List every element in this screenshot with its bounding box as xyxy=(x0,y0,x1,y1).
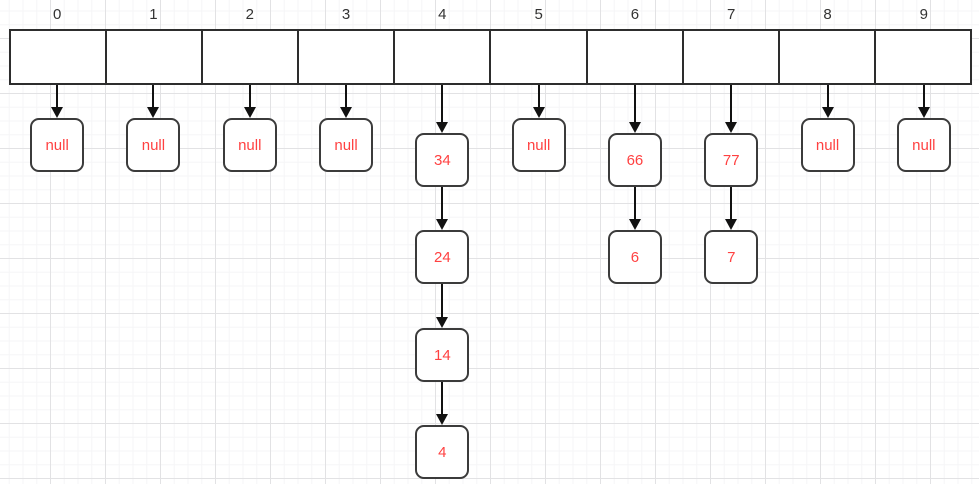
array-cell-7 xyxy=(681,31,778,83)
array-cell-9 xyxy=(873,31,970,83)
null-node: null xyxy=(222,118,277,172)
arrow-head xyxy=(821,107,834,118)
arrow-head xyxy=(51,107,64,118)
arrow-shaft xyxy=(537,85,540,108)
down-arrow-icon xyxy=(724,85,738,133)
index-label: 8 xyxy=(823,6,832,23)
index-label: 0 xyxy=(52,6,62,23)
null-node: null xyxy=(126,118,181,172)
chain-node: 14 xyxy=(415,328,470,382)
arrow-head xyxy=(628,122,641,133)
arrow-shaft xyxy=(152,85,155,108)
down-arrow-icon xyxy=(628,187,642,230)
null-node: null xyxy=(800,118,855,172)
arrow-shaft xyxy=(345,85,348,108)
arrow-shaft xyxy=(441,187,444,220)
down-arrow-icon xyxy=(435,85,449,133)
array-cell-0 xyxy=(11,31,105,83)
arrow-head xyxy=(725,122,738,133)
arrow-shaft xyxy=(441,284,444,318)
arrow-head xyxy=(147,107,160,118)
array-cell-1 xyxy=(105,31,201,83)
chain-node: 6 xyxy=(607,230,662,284)
arrow-shaft xyxy=(826,85,829,108)
arrow-shaft xyxy=(633,187,636,220)
arrow-head xyxy=(436,317,449,328)
down-arrow-icon xyxy=(435,382,449,425)
chain-node: 77 xyxy=(704,133,759,187)
arrow-shaft xyxy=(730,85,733,123)
index-label: 7 xyxy=(727,6,736,23)
arrow-head xyxy=(436,414,449,425)
arrow-shaft xyxy=(730,187,733,220)
down-arrow-icon xyxy=(146,85,160,118)
down-arrow-icon xyxy=(243,85,257,118)
down-arrow-icon xyxy=(435,187,449,230)
arrow-head xyxy=(628,219,641,230)
index-label-row: 0 1 2 3 4 5 6 7 8 9 xyxy=(9,5,972,24)
arrow-shaft xyxy=(922,85,925,108)
null-node: null xyxy=(511,118,566,172)
arrow-head xyxy=(532,107,545,118)
null-node: null xyxy=(896,118,951,172)
array-cell-2 xyxy=(201,31,297,83)
chain-node: 34 xyxy=(415,133,470,187)
down-arrow-icon xyxy=(917,85,931,118)
arrow-shaft xyxy=(248,85,251,108)
arrow-head xyxy=(243,107,256,118)
down-arrow-icon xyxy=(435,284,449,328)
index-label: 4 xyxy=(438,6,447,23)
null-node: null xyxy=(319,118,374,172)
down-arrow-icon xyxy=(532,85,546,118)
arrow-head xyxy=(436,219,449,230)
arrow-shaft xyxy=(56,85,59,108)
down-arrow-icon xyxy=(724,187,738,230)
chain-node: 24 xyxy=(415,230,470,284)
chain-node: 66 xyxy=(607,133,662,187)
chain-node: 4 xyxy=(415,425,470,479)
arrow-shaft xyxy=(441,382,444,415)
arrow-head xyxy=(917,107,930,118)
arrow-head xyxy=(340,107,353,118)
arrow-head xyxy=(725,219,738,230)
index-label: 2 xyxy=(245,6,254,23)
arrow-shaft xyxy=(633,85,636,123)
array-cell-8 xyxy=(777,31,874,83)
index-label: 1 xyxy=(149,6,158,23)
chain-node: 7 xyxy=(704,230,759,284)
down-arrow-icon xyxy=(50,85,64,118)
index-label: 5 xyxy=(534,6,543,23)
null-node: null xyxy=(30,118,85,172)
bucket-array xyxy=(9,29,972,85)
array-cell-4 xyxy=(393,31,489,83)
down-arrow-icon xyxy=(339,85,353,118)
index-label: 3 xyxy=(341,6,351,23)
down-arrow-icon xyxy=(628,85,642,133)
array-cell-6 xyxy=(585,31,682,83)
down-arrow-icon xyxy=(821,85,835,118)
arrow-shaft xyxy=(441,85,444,123)
arrow-head xyxy=(436,122,449,133)
index-label: 9 xyxy=(919,6,928,23)
index-label: 6 xyxy=(630,6,640,23)
array-cell-5 xyxy=(489,31,585,83)
array-cell-3 xyxy=(297,31,393,83)
